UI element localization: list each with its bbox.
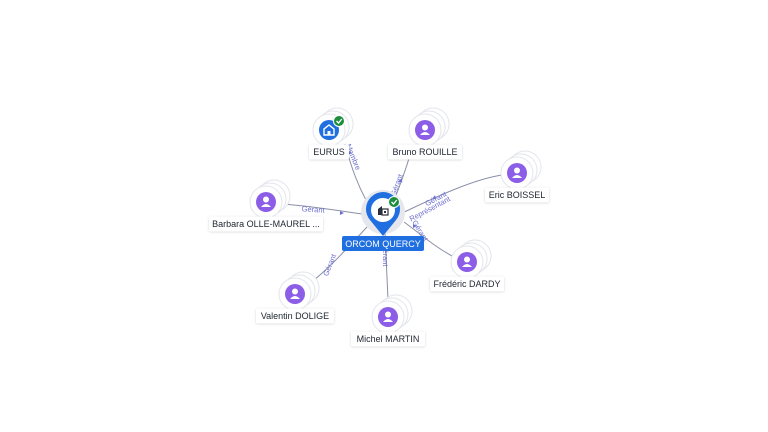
edge-arrow-icon <box>413 224 417 228</box>
center-label: ORCOM QUERCY <box>345 239 421 249</box>
node-label: Frédéric DARDY <box>433 279 500 289</box>
edge-eric <box>399 174 503 215</box>
building-icon <box>319 120 339 140</box>
edge-label: Gérant <box>301 204 325 215</box>
node-label: Bruno ROUILLE <box>392 147 457 157</box>
edge-arrow-icon <box>398 178 403 183</box>
center-label-box <box>342 236 424 251</box>
person-icon <box>378 307 398 327</box>
node-label-box <box>309 144 349 160</box>
nodes-layer: EURUS Bruno ROUILLE Eric BOISSEL Barbara OL… <box>209 107 549 347</box>
verified-badge-icon <box>388 196 400 208</box>
person-icon <box>285 284 305 304</box>
node-label: Valentin DOLIGE <box>261 311 329 321</box>
node-label: Eric BOISSEL <box>489 190 546 200</box>
node-label-box <box>430 276 504 292</box>
node-label: Barbara OLLE-MAUREL ... <box>212 219 320 229</box>
person-icon <box>415 120 435 140</box>
node-valentin[interactable]: Valentin DOLIGE <box>256 271 334 324</box>
edge-valentin <box>308 225 369 285</box>
edge-label: Gérant <box>321 252 338 277</box>
node-barbara[interactable]: Barbara OLLE-MAUREL ... <box>209 179 323 232</box>
node-eurus[interactable]: EURUS <box>309 107 354 160</box>
person-icon <box>507 163 527 183</box>
edge-frederic <box>403 221 453 257</box>
node-label-box <box>256 308 334 324</box>
center-node[interactable]: ORCOM QUERCY <box>342 190 424 251</box>
node-label: Michel MARTIN <box>357 334 420 344</box>
verified-badge-icon <box>333 115 345 127</box>
node-label-box <box>388 144 462 160</box>
node-bruno[interactable]: Bruno ROUILLE <box>388 107 462 160</box>
person-icon <box>256 192 276 212</box>
edge-arrow-icon <box>340 211 344 215</box>
node-label: EURUS <box>313 147 345 157</box>
edge-arrow-icon <box>432 195 437 199</box>
person-icon <box>457 252 477 272</box>
building-icon <box>378 206 389 216</box>
edge-barbara <box>281 203 363 215</box>
node-eric[interactable]: Eric BOISSEL <box>485 150 549 203</box>
node-label-box <box>351 331 425 347</box>
node-label-box <box>209 216 323 232</box>
node-michel[interactable]: Michel MARTIN <box>351 294 425 347</box>
edge-label: Gérant <box>381 244 390 268</box>
node-frederic[interactable]: Frédéric DARDY <box>430 239 504 292</box>
node-label-box <box>485 187 549 203</box>
